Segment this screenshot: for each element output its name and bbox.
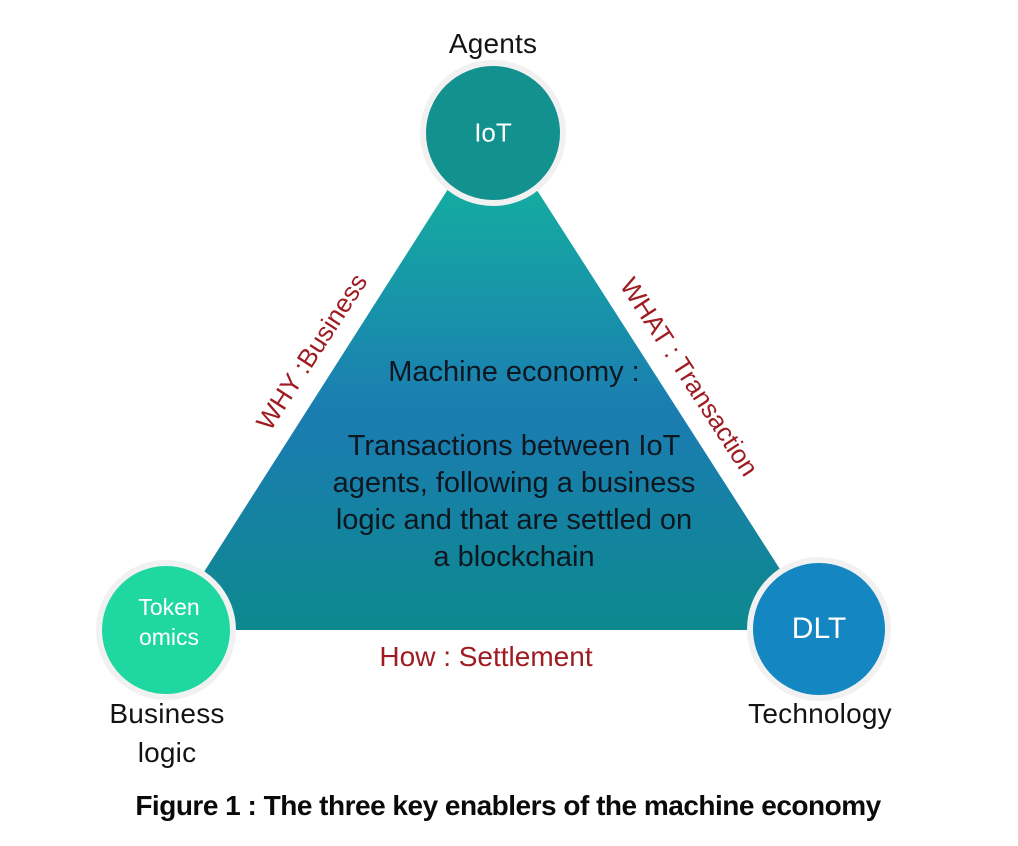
iot-circle-label: IoT — [474, 117, 512, 148]
agents-circle — [420, 60, 566, 206]
agents-label: Agents — [448, 28, 538, 59]
gradient-triangle — [167, 120, 819, 630]
tokenomics-circle-label: Token omics — [138, 594, 200, 650]
figure-caption: Figure 1 : The three key enablers of the… — [135, 790, 881, 821]
dlt-circle-label: DLT — [791, 612, 847, 645]
machine-economy-description: Machine economy : Transactions between I… — [332, 356, 696, 573]
tokenomics-circle — [96, 560, 236, 700]
business-logic-label: Business logic — [109, 698, 225, 768]
dlt-circle — [747, 557, 891, 701]
how-settlement-edge-label: How : Settlement — [379, 641, 593, 672]
technology-label: Technology — [748, 698, 892, 729]
